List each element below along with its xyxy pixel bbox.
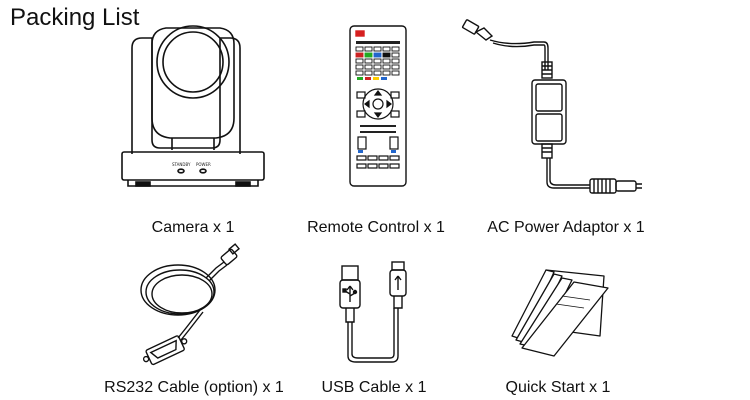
item-usb-cable: USB Cable x 1 — [300, 240, 450, 400]
ptz-camera-icon: STANDBY POWER — [121, 25, 265, 187]
item-remote-control: Remote Control x 1 — [290, 0, 470, 240]
page-title: Packing List — [10, 4, 140, 31]
caption-ac-power-adaptor: AC Power Adaptor x 1 — [487, 219, 645, 236]
caption-camera: Camera x 1 — [151, 219, 235, 236]
item-camera: STANDBY POWER Camera x 1 — [0, 0, 265, 240]
item-rs232-cable: RS232 Cable (option) x 1 — [0, 240, 300, 400]
caption-usb-cable: USB Cable x 1 — [321, 379, 427, 396]
rs232-cable-icon — [140, 243, 240, 366]
caption-remote-control: Remote Control x 1 — [307, 219, 445, 236]
quick-start-booklet-icon — [511, 269, 609, 357]
item-ac-power-adaptor: AC Power Adaptor x 1 — [461, 0, 750, 240]
item-quick-start: Quick Start x 1 — [450, 240, 750, 400]
power-adaptor-icon — [461, 19, 642, 194]
caption-quick-start: Quick Start x 1 — [505, 379, 611, 396]
standby-label: STANDBY — [172, 162, 191, 167]
caption-rs232-cable: RS232 Cable (option) x 1 — [104, 379, 284, 396]
remote-control-icon — [349, 25, 407, 187]
power-label: POWER — [196, 162, 211, 167]
usb-cable-icon — [339, 261, 407, 363]
